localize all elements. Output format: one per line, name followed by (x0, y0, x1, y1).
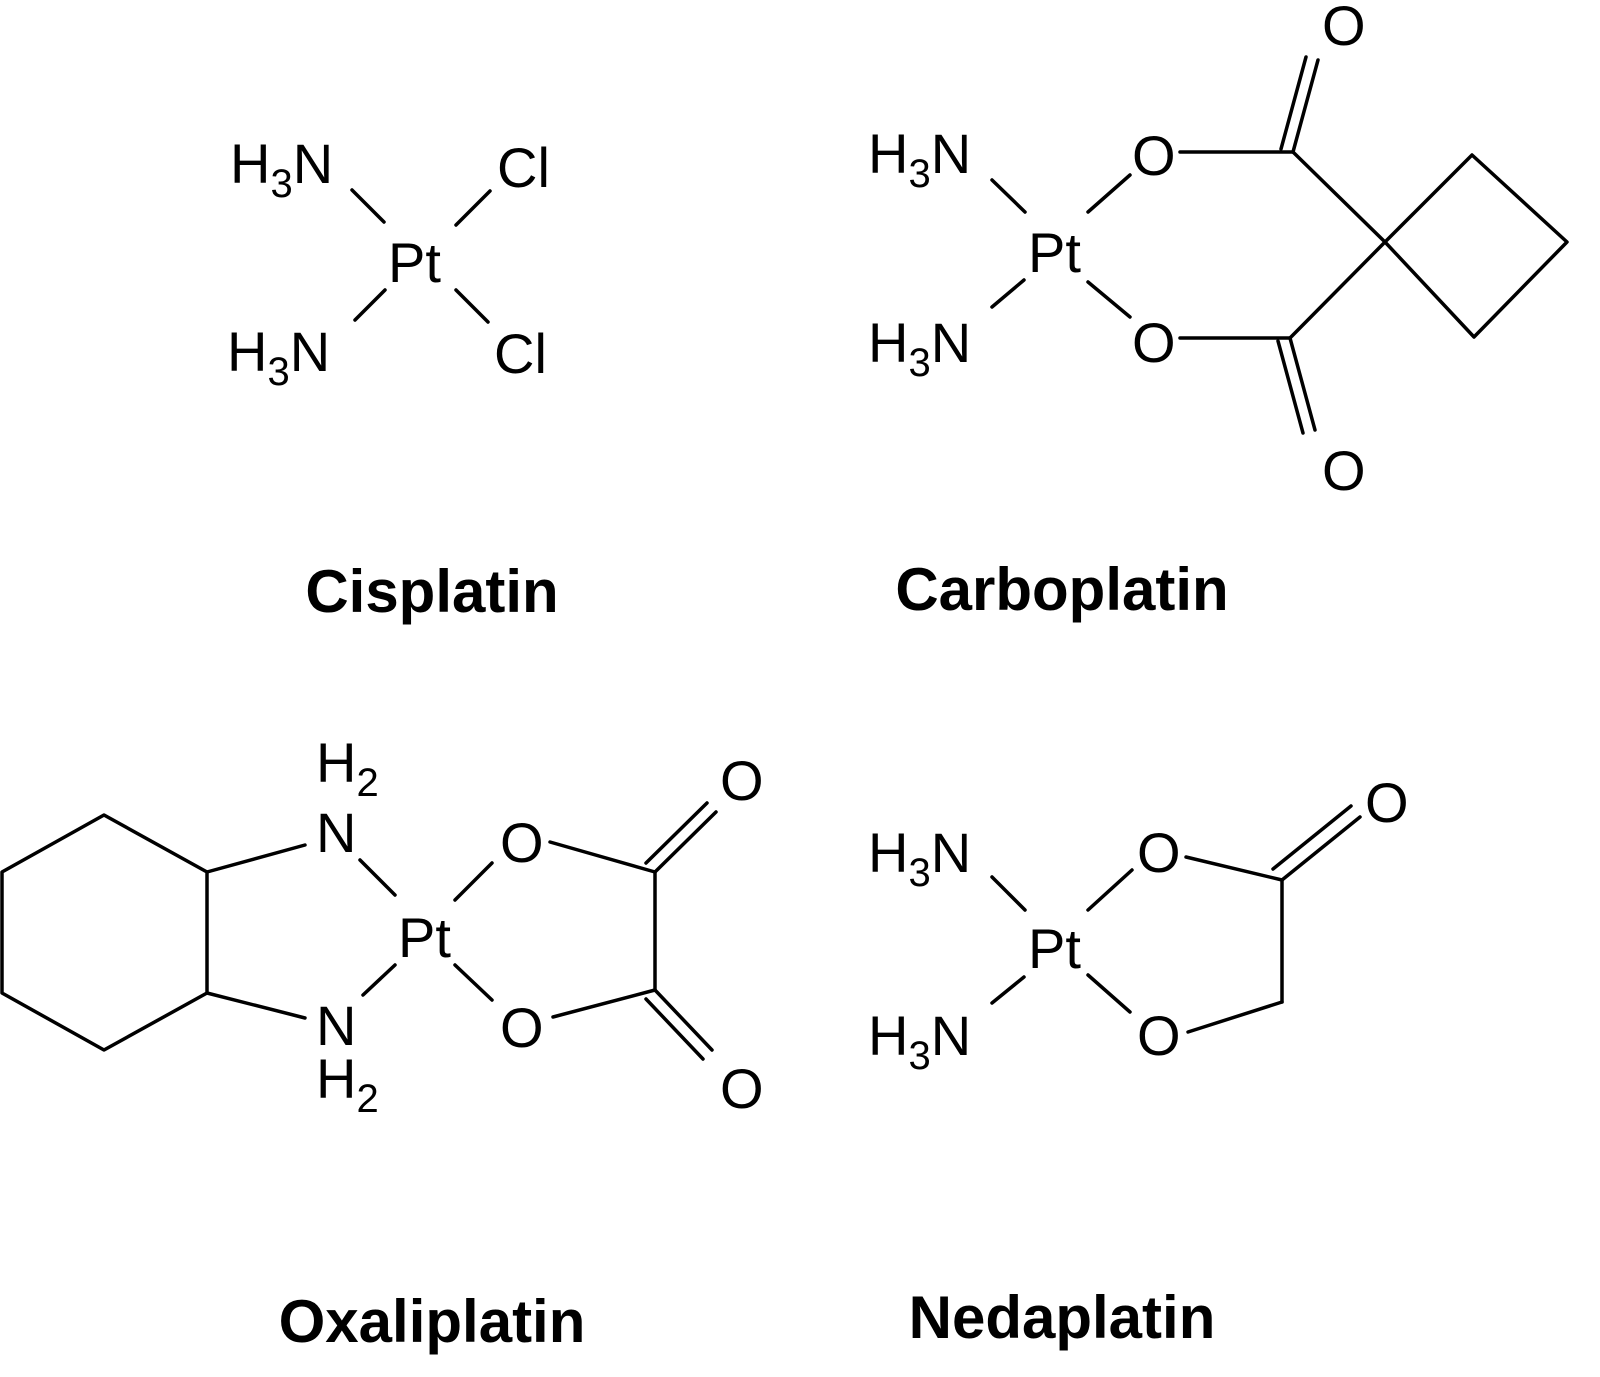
oxaliplatin-bonds (0, 801, 718, 1061)
oxaliplatin-o-bottom: O (500, 996, 544, 1059)
carboplatin-h3n-top: H3N (868, 122, 971, 196)
cisplatin-h3n-top: H3N (230, 132, 333, 206)
nedaplatin-carbonyl-o: O (1365, 771, 1409, 834)
carboplatin-carbonyl-o-top: O (1322, 0, 1366, 57)
carboplatin-o-bottom: O (1132, 311, 1176, 374)
oxaliplatin-h2-top: H2 (316, 731, 379, 805)
oxaliplatin-carbonyl-o-bottom: O (720, 1057, 764, 1120)
nedaplatin-h3n-top: H3N (868, 821, 971, 895)
carboplatin-structure: H3N Pt H3N O O O O Carboplatin (868, 0, 1569, 623)
nedaplatin-o-top: O (1137, 821, 1181, 884)
nedaplatin-name: Nedaplatin (909, 1284, 1216, 1351)
nedaplatin-h3n-bottom: H3N (868, 1004, 971, 1078)
carboplatin-bonds (990, 55, 1569, 435)
carboplatin-carbonyl-o-bottom: O (1322, 439, 1366, 502)
cisplatin-structure: H3N Cl Pt H3N Cl Cisplatin (227, 132, 559, 625)
nedaplatin-bonds (990, 804, 1362, 1034)
carboplatin-name: Carboplatin (895, 556, 1228, 623)
oxaliplatin-name: Oxaliplatin (279, 1288, 586, 1355)
nedaplatin-pt: Pt (1028, 917, 1081, 980)
nedaplatin-o-bottom: O (1137, 1004, 1181, 1067)
nedaplatin-structure: H3N Pt H3N O O O Nedaplatin (868, 771, 1409, 1351)
carboplatin-o-top: O (1132, 124, 1176, 187)
carboplatin-pt: Pt (1028, 221, 1081, 284)
cisplatin-name: Cisplatin (305, 558, 558, 625)
oxaliplatin-pt: Pt (398, 906, 451, 969)
oxaliplatin-n-bottom: N (316, 994, 356, 1057)
cisplatin-cl-bottom: Cl (494, 322, 547, 385)
cisplatin-bonds (350, 188, 492, 324)
cisplatin-h3n-bottom: H3N (227, 320, 330, 394)
cisplatin-cl-top: Cl (497, 136, 550, 199)
oxaliplatin-h2-bottom: H2 (316, 1047, 379, 1121)
oxaliplatin-o-top: O (500, 811, 544, 874)
oxaliplatin-structure: H2 N N H2 Pt O O O O Oxaliplatin (0, 731, 764, 1355)
oxaliplatin-n-top: N (316, 801, 356, 864)
carboplatin-h3n-bottom: H3N (868, 311, 971, 385)
cisplatin-pt: Pt (388, 231, 441, 294)
oxaliplatin-carbonyl-o-top: O (720, 749, 764, 812)
